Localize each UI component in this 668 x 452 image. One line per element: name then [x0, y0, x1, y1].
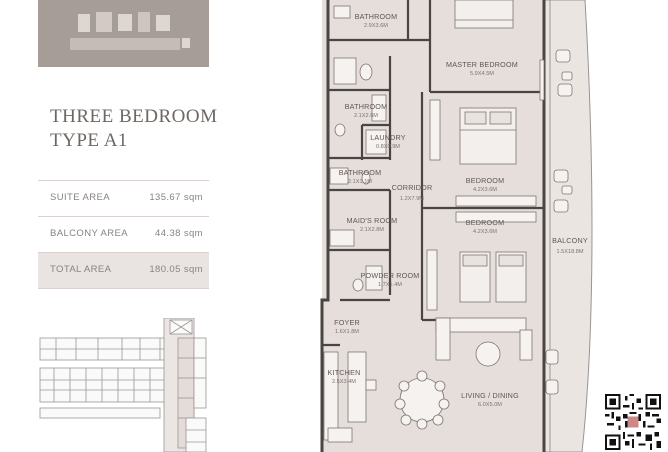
room-name: KITCHEN [328, 368, 361, 377]
area-row-balcony: BALCONY AREA 44.38 sqm [38, 216, 209, 252]
area-value: 135.67 sqm [149, 192, 203, 203]
unit-title: THREE BEDROOM TYPE A1 [50, 105, 217, 153]
area-row-total: TOTAL AREA 180.05 sqm [38, 252, 209, 289]
room-dim: 2.5X3.4M [332, 379, 356, 385]
room-name: BATHROOM [355, 12, 398, 21]
qr-code-icon [605, 394, 661, 450]
room-name: POWDER ROOM [361, 271, 420, 280]
area-table: SUITE AREA 135.67 sqm BALCONY AREA 44.38… [38, 180, 209, 289]
room-name: BEDROOM [466, 218, 505, 227]
room-dim: 0.8X0.9M [376, 144, 400, 150]
area-label: BALCONY AREA [50, 228, 129, 239]
room-name: CORRIDOR [392, 183, 433, 192]
area-row-suite: SUITE AREA 135.67 sqm [38, 180, 209, 216]
area-value: 180.05 sqm [149, 264, 203, 275]
unit-title-line1: THREE BEDROOM [50, 106, 218, 127]
room-name: BALCONY [552, 236, 588, 245]
room-dim: 1.7X1.4M [378, 282, 402, 288]
room-dim: 2.1X2.6M [354, 113, 378, 119]
room-dim: 1.6X1.8M [335, 329, 359, 335]
room-dim: 4.2X3.6M [473, 229, 497, 235]
room-dim: 2.1X2.8M [360, 227, 384, 233]
brand-logo [38, 0, 209, 67]
area-label: TOTAL AREA [50, 264, 112, 275]
room-dim: 2.1X1.1M [348, 179, 372, 185]
room-dim: 1.5X18.8M [556, 249, 583, 255]
room-name: BEDROOM [466, 176, 505, 185]
blurred-logo-mark [60, 8, 190, 58]
floor-plan: BATHROOM 2.9X3.6M MASTER BEDROOM 5.9X4.5… [320, 0, 593, 452]
room-name: MAID'S ROOM [347, 216, 398, 225]
room-name: BATHROOM [345, 102, 388, 111]
key-plan-diagram [39, 318, 207, 452]
room-dim: 5.9X4.5M [470, 71, 494, 77]
room-dim: 2.9X3.6M [364, 23, 388, 29]
area-value: 44.38 sqm [155, 228, 203, 239]
room-name: FOYER [334, 318, 360, 327]
room-dim: 6.0X5.0M [478, 402, 502, 408]
room-name: BATHROOM [339, 168, 382, 177]
room-name: MASTER BEDROOM [446, 60, 518, 69]
area-label: SUITE AREA [50, 192, 110, 203]
room-dim: 4.2X3.6M [473, 187, 497, 193]
room-name: LAUNDRY [370, 133, 406, 142]
unit-title-line2: TYPE A1 [50, 130, 128, 151]
room-name: LIVING / DINING [461, 391, 519, 400]
room-dim: 1.2X7.9M [400, 196, 424, 202]
